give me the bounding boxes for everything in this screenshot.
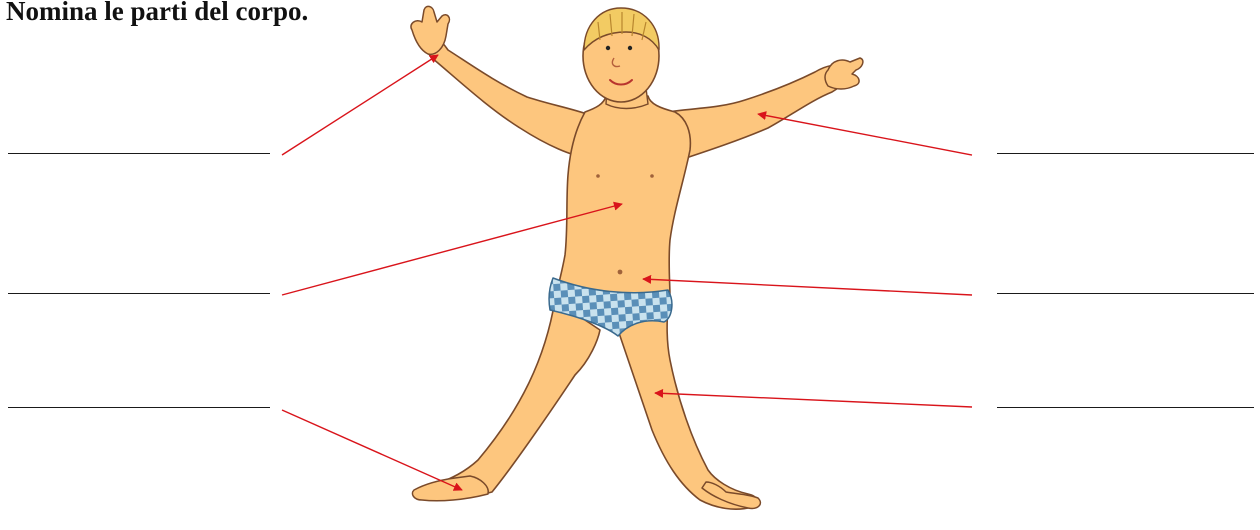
left-foot: [412, 476, 488, 501]
navel: [618, 270, 623, 275]
left-leg: [417, 300, 600, 500]
left-arm: [416, 32, 590, 158]
left-eye: [606, 46, 610, 50]
left-nipple: [596, 174, 600, 178]
right-hand: [825, 58, 863, 89]
arrow-to-hand: [282, 55, 438, 155]
right-nipple: [650, 174, 654, 178]
right-eye: [628, 46, 632, 50]
arrow-to-leg: [655, 393, 972, 407]
arrow-to-belly: [643, 279, 972, 295]
arrow-to-foot: [282, 410, 462, 490]
arrow-to-arm: [758, 114, 972, 155]
right-leg: [618, 298, 757, 509]
